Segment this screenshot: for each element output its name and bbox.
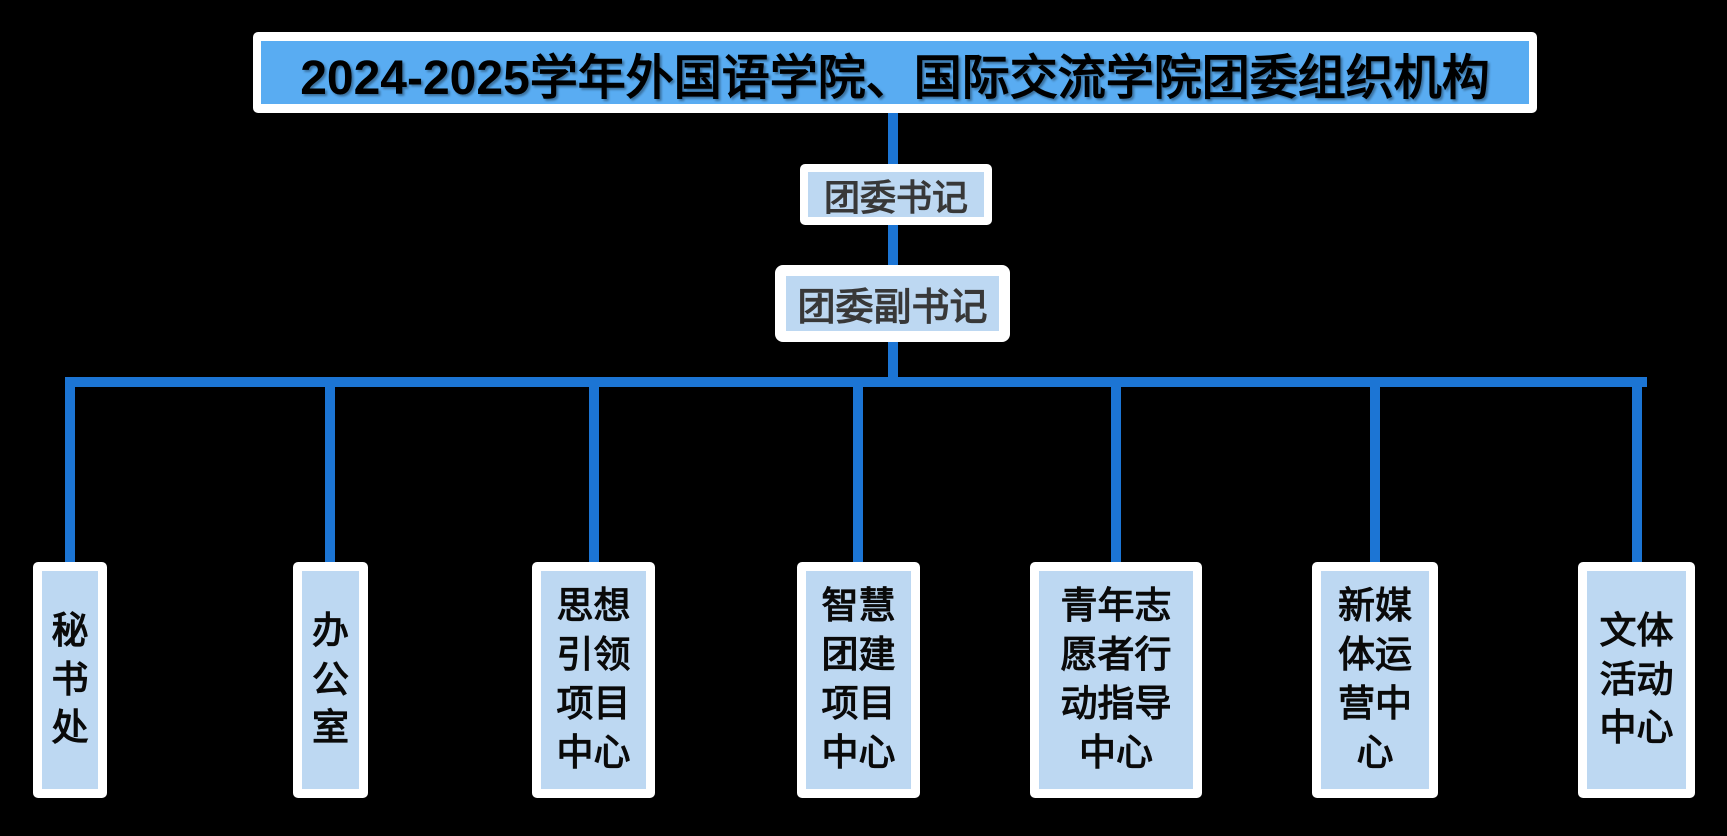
node-department-label: 思想 引领 项目 中心 xyxy=(541,571,646,789)
node-department-label: 青年志 愿者行 动指导 中心 xyxy=(1039,571,1193,789)
connector-secretary-to-deputy xyxy=(888,220,898,270)
node-secretary-label: 团委书记 xyxy=(808,172,984,218)
chart-title: 2024-2025学年外国语学院、国际交流学院团委组织机构 xyxy=(261,41,1529,105)
node-department-label: 秘 书 处 xyxy=(42,571,98,789)
connector-drop-office xyxy=(325,382,335,567)
node-deputy-secretary: 团委副书记 xyxy=(775,265,1010,342)
node-department-ideology-project-center: 思想 引领 项目 中心 xyxy=(532,562,655,798)
node-department-new-media-center: 新媒 体运 营中 心 xyxy=(1312,562,1438,798)
node-department-label: 新媒 体运 营中 心 xyxy=(1321,571,1429,789)
node-department-secretariat: 秘 书 处 xyxy=(33,562,107,798)
node-department-culture-sports-center: 文体 活动 中心 xyxy=(1578,562,1695,798)
connector-drop-ideology-center xyxy=(589,382,599,567)
node-department-smart-league-project-center: 智慧 团建 项目 中心 xyxy=(797,562,920,798)
node-department-office: 办 公 室 xyxy=(293,562,368,798)
node-department-label: 办 公 室 xyxy=(302,571,359,789)
node-department-youth-volunteer-center: 青年志 愿者行 动指导 中心 xyxy=(1030,562,1202,798)
connector-deputy-to-rail xyxy=(888,336,898,382)
connector-drop-smart-league-center xyxy=(853,382,863,567)
connector-drop-culture-sports-center xyxy=(1632,382,1642,567)
node-department-label: 文体 活动 中心 xyxy=(1587,571,1686,789)
node-secretary: 团委书记 xyxy=(800,164,992,225)
connector-drop-volunteer-center xyxy=(1111,382,1121,567)
connector-title-to-secretary xyxy=(888,106,898,168)
chart-title-box: 2024-2025学年外国语学院、国际交流学院团委组织机构 xyxy=(253,32,1537,113)
connector-drop-secretariat xyxy=(65,382,75,567)
node-deputy-secretary-label: 团委副书记 xyxy=(786,276,999,331)
node-department-label: 智慧 团建 项目 中心 xyxy=(806,571,911,789)
connector-drop-new-media-center xyxy=(1370,382,1380,567)
